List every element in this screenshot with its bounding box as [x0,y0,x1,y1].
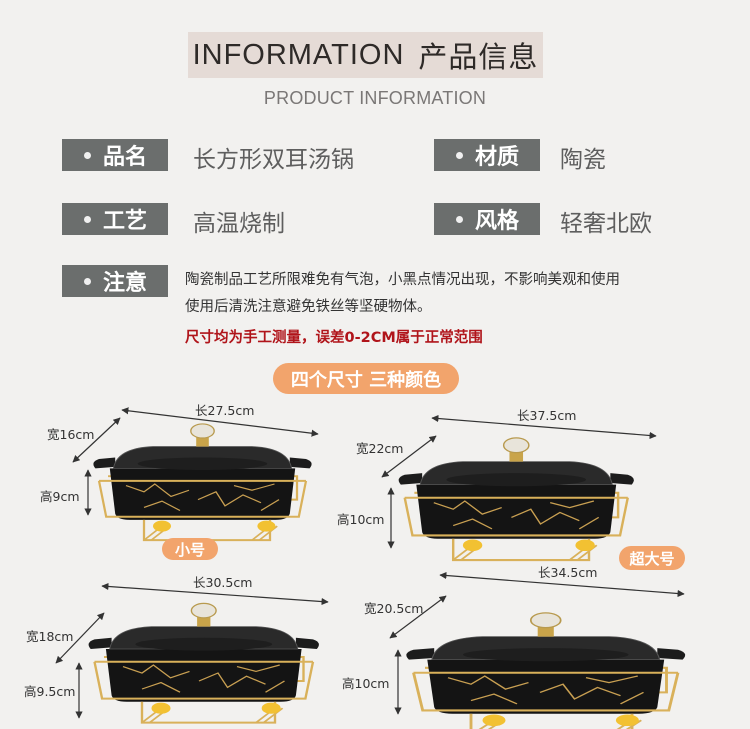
pot-small-height: 高9cm [40,489,80,504]
notice-line-1: 陶瓷制品工艺所限难免有气泡，小黑点情况出现，不影响美观和使用 [185,272,620,288]
pot-small-width: 宽16cm [47,427,95,442]
pot-xl-width: 宽22cm [356,441,404,456]
pot-small-length: 长27.5cm [195,403,255,418]
spec-label: 材质 [475,145,520,170]
bullet-icon [84,277,91,285]
spec-value-material: 陶瓷 [560,147,606,173]
pot-small-badge: 小号 [162,538,218,560]
title-cn: 产品信息 [418,40,539,74]
pot-xl-badge: 超大号 [619,546,685,570]
notice-line-2: 使用后清洗注意避免铁丝等坚硬物体。 [185,299,432,315]
pot-large-height: 高10cm [342,676,390,691]
notice-label: 注意 [103,271,148,296]
bullet-icon [456,215,463,223]
spec-label: 工艺 [103,209,148,234]
bullet-icon [84,215,91,223]
pot-large-width: 宽20.5cm [364,601,424,616]
spec-tag-style: 风格 [434,203,540,235]
spec-tag-name: 品名 [62,139,168,171]
title-en: INFORMATION [192,38,405,71]
pot-xl-length: 长37.5cm [517,408,577,423]
spec-value-craft: 高温烧制 [193,211,285,237]
bullet-icon [84,151,91,159]
spec-value-name: 长方形双耳汤锅 [193,147,354,173]
bullet-icon [456,151,463,159]
header-subtitle: PRODUCT INFORMATION [263,88,487,108]
spec-tag-craft: 工艺 [62,203,168,235]
pot-xl-height: 高10cm [337,512,385,527]
pot-medium-width: 宽18cm [26,629,74,644]
pot-large-length: 长34.5cm [538,565,598,580]
spec-label: 品名 [103,145,148,170]
sizes-colors-banner: 四个尺寸 三种颜色 [273,363,459,394]
notice-warning: 尺寸均为手工测量，误差0-2CM属于正常范围 [185,330,483,346]
spec-tag-material: 材质 [434,139,540,171]
notice-tag: 注意 [62,265,168,297]
header-title-box: INFORMATION 产品信息 [188,32,543,78]
pot-medium-height: 高9.5cm [24,684,76,699]
spec-value-style: 轻奢北欧 [560,211,652,237]
spec-label: 风格 [475,209,520,234]
pot-medium-length: 长30.5cm [193,575,253,590]
